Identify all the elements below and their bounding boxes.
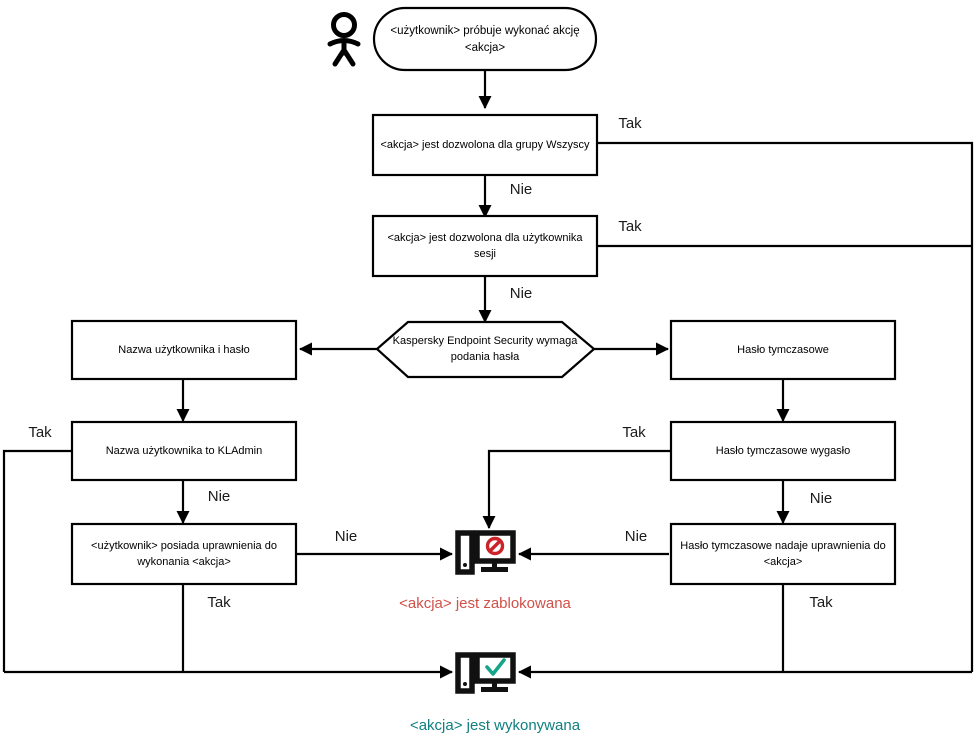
node-temp-password-grants: Hasło tymczasowe nadaje uprawnienia do <…: [669, 522, 897, 586]
node-username-password: Nazwa użytkownika i hasło: [70, 319, 298, 381]
node-allowed-session-line1: <akcja> jest dozwolona dla użytkownika: [387, 232, 583, 244]
node-kes-requires-password: Kaspersky Endpoint Security wymaga podan…: [375, 320, 596, 379]
node-kes-line2: podania hasła: [451, 351, 520, 363]
node-allowed-everyone-line1: <akcja> jest dozwolona dla grupy Wszyscy: [380, 139, 590, 151]
edge-label-session-no: Nie: [510, 285, 533, 302]
edge-kladmin-yes: [2, 449, 72, 672]
edge-label-expired-no: Nie: [810, 490, 833, 507]
node-temporary-password-expired: Hasło tymczasowe wygasło: [669, 420, 897, 482]
node-allowed-everyone: <akcja> jest dozwolona dla grupy Wszyscy: [371, 113, 599, 177]
node-permissions-line1: <użytkownik> posiada uprawnienia do: [91, 540, 277, 552]
node-permissions-line2: wykonania <akcja>: [136, 556, 231, 568]
outcome-blocked-label: <akcja> jest zablokowana: [399, 595, 571, 612]
node-allowed-session-line2: sesji: [474, 248, 496, 260]
node-allowed-session-user: <akcja> jest dozwolona dla użytkownika s…: [371, 214, 599, 278]
node-expired-line1: Hasło tymczasowe wygasło: [716, 445, 851, 457]
edge-label-everyone-yes: Tak: [618, 115, 642, 132]
edge-label-permissions-no: Nie: [335, 528, 358, 545]
edge-label-kladmin-no: Nie: [208, 488, 231, 505]
computer-blocked-icon: [455, 530, 516, 575]
node-grants-line1: Hasło tymczasowe nadaje uprawnienia do: [680, 540, 885, 552]
node-user-has-permissions: <użytkownik> posiada uprawnienia do wyko…: [70, 522, 298, 586]
node-start-line1: <użytkownik> próbuje wykonać akcję: [390, 25, 579, 37]
node-username-password-line1: Nazwa użytkownika i hasło: [118, 344, 249, 356]
node-temporary-password-line1: Hasło tymczasowe: [737, 344, 829, 356]
outcome-allowed-label: <akcja> jest wykonywana: [410, 717, 581, 734]
user-actor-icon: [327, 12, 361, 67]
edge-label-grants-yes: Tak: [809, 594, 833, 611]
node-grants-line2: <akcja>: [764, 556, 803, 568]
edge-label-session-yes: Tak: [618, 218, 642, 235]
node-kes-line1: Kaspersky Endpoint Security wymaga: [393, 335, 579, 347]
edge-label-expired-yes: Tak: [622, 424, 646, 441]
computer-allowed-icon: [455, 652, 516, 694]
node-start-line2: <akcja>: [465, 42, 506, 54]
edge-label-kladmin-yes: Tak: [28, 424, 52, 441]
edge-label-grants-no: Nie: [625, 528, 648, 545]
node-kladmin-line1: Nazwa użytkownika to KLAdmin: [106, 445, 263, 457]
node-start: <użytkownik> próbuje wykonać akcję <akcj…: [372, 6, 598, 72]
edge-label-permissions-yes: Tak: [207, 594, 231, 611]
edge-everyone-yes: [597, 141, 974, 672]
node-username-is-kladmin: Nazwa użytkownika to KLAdmin: [70, 420, 298, 482]
edge-expired-yes: [482, 449, 670, 530]
node-temporary-password: Hasło tymczasowe: [669, 319, 897, 381]
edge-label-everyone-no: Nie: [510, 181, 533, 198]
